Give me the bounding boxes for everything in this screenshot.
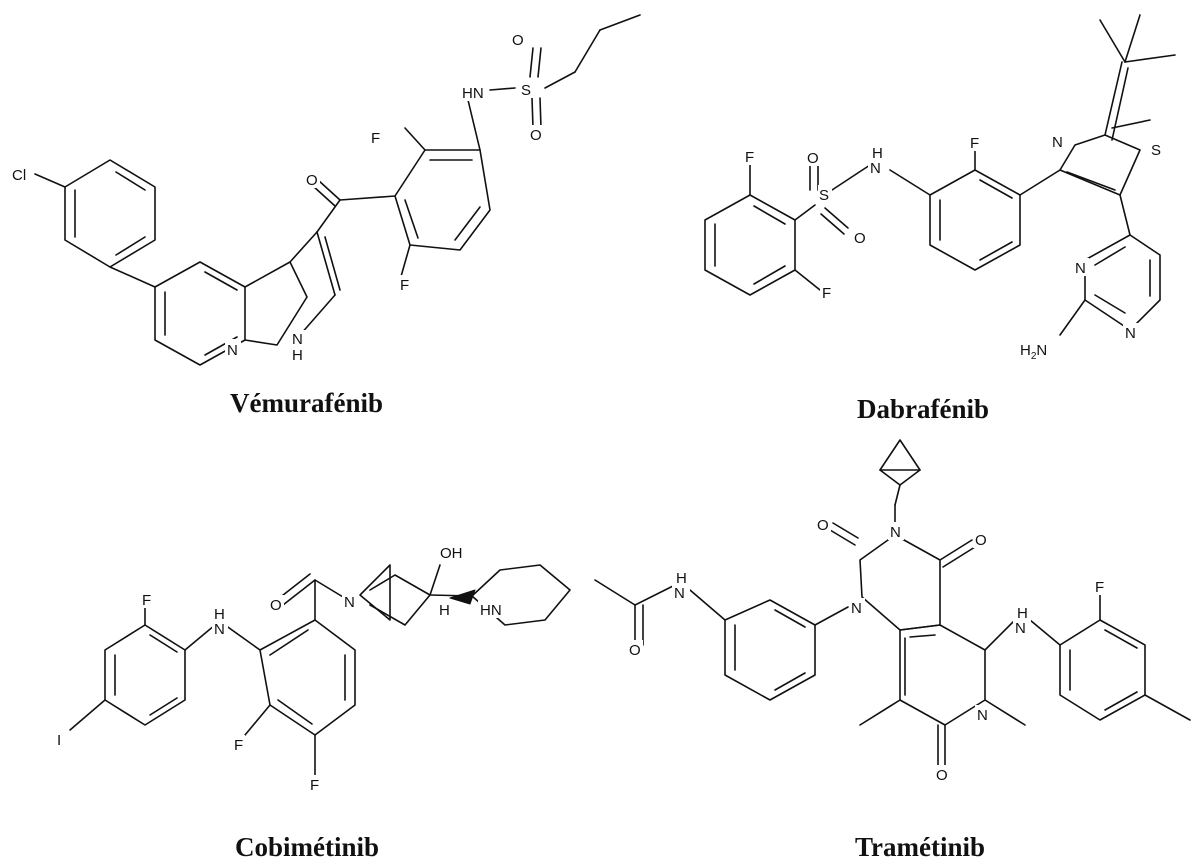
cyclopropyl-nitrogen-label: N [890, 524, 901, 541]
dabrafenib-aryl-fluorine-label: F [970, 135, 979, 152]
dabrafenib-difluorophenyl-ring [704, 194, 796, 296]
dabrafenib-fluorine-1-label: F [745, 149, 754, 166]
dabrafenib-oxygen-1-label: O [807, 150, 819, 167]
dabrafenib-nh-nitrogen-label: N [870, 160, 881, 177]
dabrafenib-name: Dabrafénib [857, 394, 989, 424]
trametinib-atom-labels: H N O O N O N H N F N O [627, 515, 1106, 784]
pyrrole-hydrogen-label: H [292, 347, 303, 364]
trifluorophenyl-ring [259, 619, 356, 736]
sulfonyl-oxygen-2-label: O [530, 127, 542, 144]
amine-label: H2N [1020, 342, 1047, 362]
iodofluorophenyl-ring [104, 624, 186, 726]
piperidine-ring [471, 564, 571, 626]
fluoromethylphenyl-ring [1059, 619, 1146, 721]
dabrafenib-atom-labels: F F S O O H N F N S N N H2N [743, 132, 1164, 362]
trametinib-phenyl-ring [724, 599, 816, 701]
iodine-label: I [57, 732, 61, 749]
trametinib-fluorine-label: F [1095, 579, 1104, 596]
cobimetinib-nh-nitrogen-label: N [214, 621, 225, 638]
cobimetinib-fluorine-mid-label: F [234, 737, 243, 754]
ketone-oxygen-label: O [306, 172, 318, 189]
pyrrole-nitrogen-label: N [292, 331, 303, 348]
chlorophenyl-ring [64, 159, 156, 268]
cobimetinib-fluorine-top-label: F [142, 592, 151, 609]
methyl-nitrogen-label: N [977, 707, 988, 724]
pyrimidine-nitrogen-1-label: N [1075, 260, 1086, 277]
fluorine-top-label: F [371, 130, 380, 147]
acetamide-oxygen-label: O [629, 642, 641, 659]
difluorophenyl-ring [394, 149, 491, 251]
pyrimidine-dione-ring [859, 534, 941, 631]
trametinib-nh-nitrogen-label: N [1015, 620, 1026, 637]
trametinib-nh-hydrogen-label: H [1017, 605, 1028, 622]
amine-nitrogen: N [1036, 342, 1047, 359]
dabrafenib-sulfur-label: S [819, 187, 829, 204]
trametinib-structure [594, 439, 1191, 766]
dabrafenib-nh-hydrogen-label: H [872, 145, 883, 162]
pyridone-oxygen-label: O [936, 767, 948, 784]
vemurafenib-structure [34, 14, 641, 366]
azetidine-ring-lines [359, 564, 391, 621]
stereo-wedge [449, 589, 476, 605]
acetamide-hydrogen-label: H [676, 570, 687, 587]
cyclopropyl-ring [879, 469, 921, 486]
amine-subscript: 2 [1031, 351, 1037, 362]
thiazole-sulfur-label: S [1151, 142, 1161, 159]
dabrafenib-structure [704, 14, 1176, 336]
sulfur-label: S [521, 82, 531, 99]
sulfonyl-oxygen-1-label: O [512, 32, 524, 49]
thiazole-nitrogen-label: N [1052, 134, 1063, 151]
dabrafenib-oxygen-2-label: O [854, 230, 866, 247]
dabrafenib-fluorophenyl-ring [929, 169, 1021, 271]
cobimetinib-fluorine-bottom-label: F [310, 777, 319, 794]
cobimetinib-atom-labels: O N OH H HN F H N I F F [55, 543, 504, 794]
stereo-hydrogen-label: H [439, 602, 450, 619]
vemurafenib-atom-labels: Cl N N H O F F HN S O O [10, 30, 544, 364]
acetamide-nitrogen-label: N [674, 585, 685, 602]
pyrimidine-nitrogen-2-label: N [1125, 325, 1136, 342]
vemurafenib-name: Vémurafénib [230, 388, 383, 418]
cobimetinib-structure [69, 564, 571, 776]
cobimetinib-name: Cobimétinib [235, 832, 379, 862]
chlorine-label: Cl [12, 167, 26, 184]
sulfonamide-nh-label: HN [462, 85, 484, 102]
dione-oxygen-right-label: O [975, 532, 987, 549]
trametinib-name: Tramétinib [855, 832, 985, 862]
cobimetinib-nh-hydrogen-label: H [214, 606, 225, 623]
amine-hydrogen: H [1020, 342, 1031, 359]
azetidine-nitrogen-label: N [344, 594, 355, 611]
pyridine-nitrogen-label: N [227, 342, 238, 359]
piperidine-nh-label: HN [480, 602, 502, 619]
dabrafenib-fluorine-2-label: F [822, 285, 831, 302]
dione-oxygen-left-label: O [817, 517, 829, 534]
fluorine-bottom-label: F [400, 277, 409, 294]
pyridone-ring [899, 624, 986, 726]
hydroxyl-label: OH [440, 545, 463, 562]
cobimetinib-amide-oxygen-label: O [270, 597, 282, 614]
aryl-nitrogen-label: N [851, 600, 862, 617]
